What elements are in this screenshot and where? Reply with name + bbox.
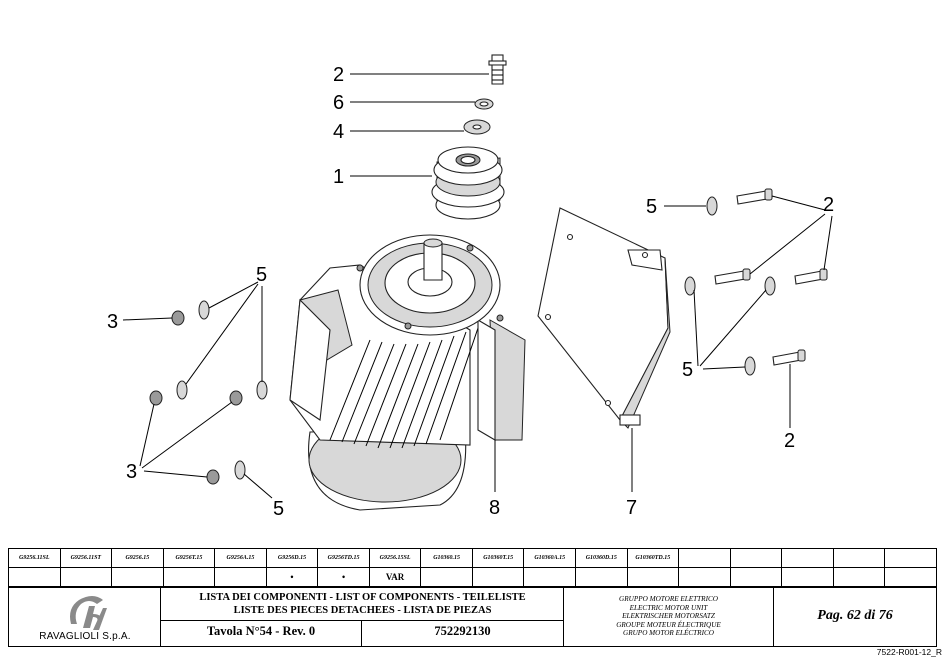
callout-number: 5 [256, 264, 267, 286]
model-code: G10360.15 [420, 548, 473, 568]
callout-number: 8 [489, 497, 500, 519]
model-mark [8, 567, 61, 587]
model-code [729, 548, 783, 568]
callout-number: 7 [626, 497, 637, 519]
model-mark [111, 567, 164, 587]
model-code [781, 548, 834, 568]
model-table: G9256.11SL G9256.11ST G9256.15 G9256T.15… [8, 548, 937, 587]
list-heading-line1: LISTA DEI COMPONENTI - LIST OF COMPONENT… [199, 592, 526, 603]
model-code: G9256T.15 [162, 548, 216, 568]
model-mark [59, 567, 113, 587]
model-code: G9256A.15 [214, 548, 267, 568]
washer-r4 [744, 356, 756, 376]
model-code: G9256D.15 [265, 548, 319, 568]
nut-l3 [229, 390, 243, 406]
callout-number: 6 [333, 92, 344, 114]
washer-l4 [234, 460, 246, 480]
bolt-r1 [736, 188, 773, 205]
model-code: G9256.15SL [368, 548, 422, 568]
model-mark [884, 567, 937, 587]
title-block: RAVAGLIOLI S.p.A. LISTA DEI COMPONENTI -… [8, 587, 937, 647]
callout-number: 4 [333, 121, 344, 143]
nut-l4 [206, 469, 220, 485]
model-codes-row: G9256.11SL G9256.11ST G9256.15 G9256T.15… [8, 548, 937, 568]
model-code [678, 548, 731, 568]
callout-number: 2 [784, 430, 795, 452]
group-line: ELECTRIC MOTOR UNIT [629, 603, 708, 612]
ravaglioli-logo [70, 596, 107, 630]
bolt-r2 [714, 268, 751, 285]
model-code: G9256.11ST [59, 548, 113, 568]
model-mark [678, 567, 731, 587]
model-mark [420, 567, 473, 587]
washer-l2 [176, 380, 188, 400]
model-code: G10360TD.15 [626, 548, 680, 568]
group-description-cell: GRUPPO MOTORE ELETTRICO ELECTRIC MOTOR U… [564, 588, 774, 646]
bolt-r4 [772, 349, 806, 366]
callout-number: 3 [107, 311, 118, 333]
page-cell: Pag. 62 di 76 [774, 588, 936, 646]
model-code [832, 548, 886, 568]
list-heading-line2: LISTE DES PIECES DETACHEES - LISTA DE PI… [233, 605, 492, 616]
document-code: 7522-R001-12_R [876, 647, 942, 657]
model-mark [214, 567, 267, 587]
divider [361, 620, 362, 646]
model-code: G10360D.15 [575, 548, 628, 568]
model-mark [471, 567, 525, 587]
model-code: G10360T.15 [471, 548, 525, 568]
model-code: G9256TD.15 [317, 548, 370, 568]
model-marks-row: • • VAR [8, 567, 937, 587]
model-code: G10360A.15 [523, 548, 577, 568]
component-list-cell: LISTA DEI COMPONENTI - LIST OF COMPONENT… [161, 588, 564, 646]
group-line: GROUPE MOTEUR ÉLECTRIQUE [616, 620, 721, 629]
model-mark [626, 567, 680, 587]
model-mark: • [265, 567, 319, 587]
group-line: ELEKTRISCHER MOTORSATZ [622, 612, 715, 621]
logo-cell: RAVAGLIOLI S.p.A. [9, 588, 161, 646]
top-lock-washer [474, 98, 494, 110]
callout-number: 3 [126, 461, 137, 483]
callout-number: 2 [333, 64, 344, 86]
company-name: RAVAGLIOLI S.p.A. [39, 631, 131, 642]
washer-r3 [764, 276, 776, 296]
group-line: GRUPPO MOTORE ELETTRICO [619, 595, 718, 603]
electric-motor [289, 234, 526, 511]
exploded-drawing: 2 6 4 1 5 2 5 3 5 3 5 8 7 2 [107, 54, 834, 520]
callout-number: 1 [333, 166, 344, 188]
model-mark: • [317, 567, 370, 587]
model-mark [781, 567, 834, 587]
nut-l1 [171, 310, 185, 326]
model-mark [832, 567, 886, 587]
model-code: G9256.11SL [8, 548, 61, 568]
model-mark: VAR [368, 567, 422, 587]
nut-l2 [149, 390, 163, 406]
model-mark [523, 567, 577, 587]
model-mark [729, 567, 783, 587]
leader-lines [122, 73, 833, 499]
model-code: G9256.15 [111, 548, 164, 568]
group-line: GRUPO MOTOR ELÉCTRICO [623, 629, 714, 638]
model-mark [575, 567, 628, 587]
model-code [884, 548, 937, 568]
washer-l3 [256, 380, 268, 400]
bolt-r3 [794, 268, 828, 285]
washer-r1 [706, 196, 718, 216]
washer-l1 [198, 300, 210, 320]
pulley [431, 146, 505, 220]
divider [161, 620, 564, 621]
motor-plate [537, 207, 671, 429]
model-mark [162, 567, 216, 587]
code-number: 752292130 [434, 624, 491, 638]
callout-number: 2 [823, 194, 834, 216]
table-reference: Tavola N°54 - Rev. 0 [206, 624, 316, 638]
callout-number: 5 [646, 196, 657, 218]
top-flat-washer [463, 119, 491, 135]
callout-number: 5 [273, 498, 284, 520]
page-number: Pag. 62 di 76 [817, 608, 893, 623]
callout-number: 5 [682, 359, 693, 381]
washer-r2 [684, 276, 696, 296]
motor-fins [329, 327, 479, 449]
top-bolt [488, 54, 507, 85]
callouts: 2 6 4 1 5 2 5 3 5 3 5 8 7 2 [107, 64, 834, 520]
